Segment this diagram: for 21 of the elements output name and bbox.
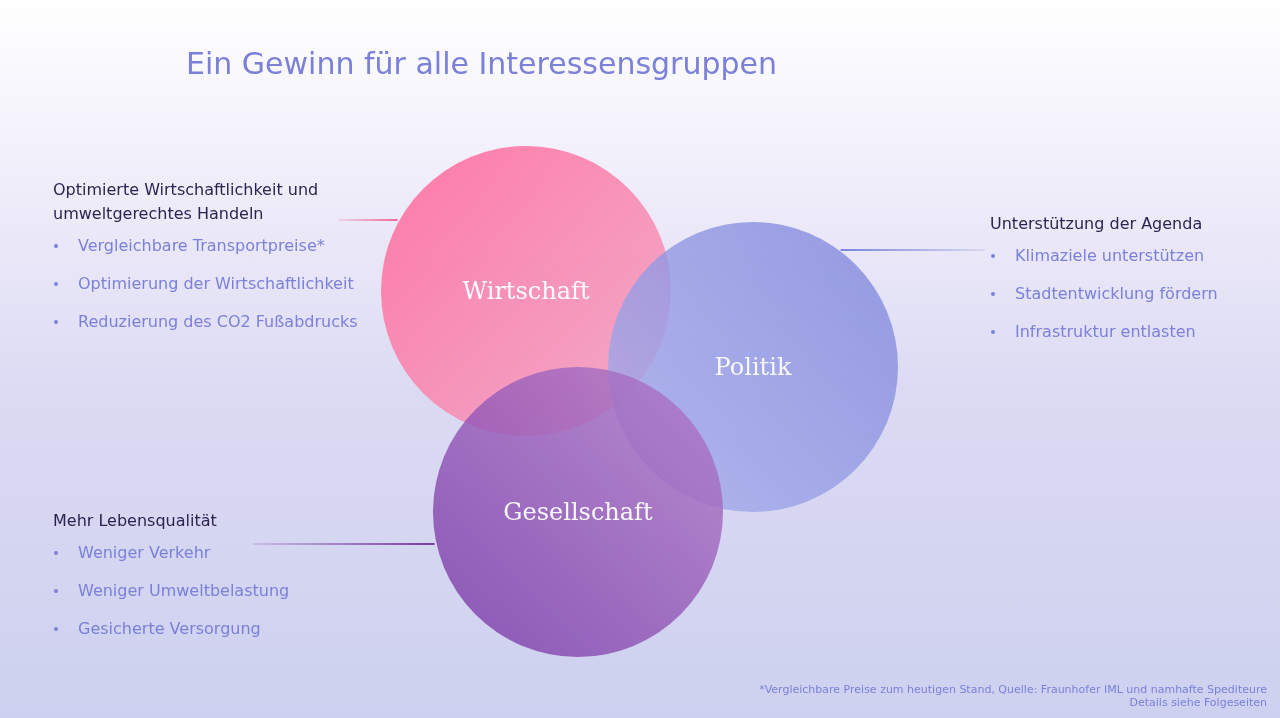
bullet-item: Klimaziele unterstützen bbox=[1015, 246, 1205, 265]
leader-line bbox=[839, 249, 986, 251]
bullet-item: Reduzierung des CO2 Fußabdrucks bbox=[78, 312, 358, 331]
bullet-item: Stadtentwicklung fördern bbox=[1015, 284, 1218, 303]
footnote-text: Details siehe Folgeseiten bbox=[1129, 696, 1267, 709]
circle-label: Politik bbox=[714, 353, 792, 381]
bullet-item: Weniger Verkehr bbox=[78, 543, 211, 562]
bullet-item: Gesicherte Versorgung bbox=[78, 619, 261, 638]
group-heading: Mehr Lebensqualität bbox=[53, 510, 218, 532]
leader-line bbox=[252, 543, 436, 545]
bullet-item: Vergleichbare Transportpreise* bbox=[78, 236, 325, 255]
circle-label: Wirtschaft bbox=[462, 277, 590, 305]
leader-line bbox=[337, 219, 399, 221]
bullet-item: Weniger Umweltbelastung bbox=[78, 581, 290, 600]
slide-title: Ein Gewinn für alle Interessensgruppen bbox=[186, 46, 777, 81]
bullet-item: Infrastruktur entlasten bbox=[1015, 322, 1196, 341]
group-heading: Optimierte Wirtschaftlichkeit und umweltgerechtes Handeln bbox=[53, 179, 320, 225]
footnote-text: *Vergleichbare Preise zum heutigen Stand, Quelle: Fraunhofer IML und namhafte Spediteure bbox=[759, 683, 1267, 696]
group-heading: Unterstützung der Agenda bbox=[990, 213, 1204, 235]
circle-label: Gesellschaft bbox=[503, 498, 653, 526]
bullet-item: Optimierung der Wirtschaftlichkeit bbox=[78, 274, 354, 293]
